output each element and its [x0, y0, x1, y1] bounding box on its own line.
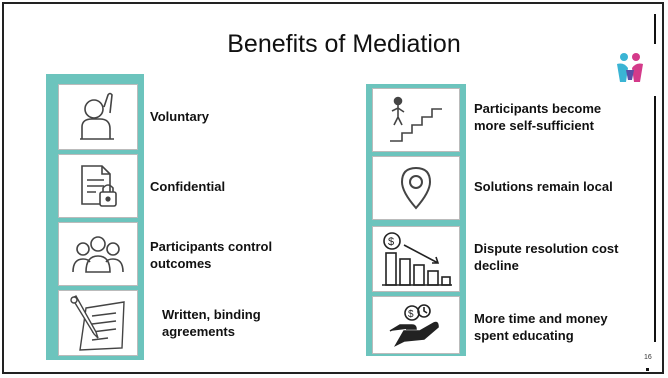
right-tile-cost-decline: $	[372, 226, 460, 292]
left-label-3: Participants control outcomes	[150, 239, 273, 271]
page-dot	[646, 368, 649, 371]
group-of-people-icon	[72, 236, 124, 273]
right-tile-solutions-local	[372, 156, 460, 220]
hand-holding-money-icon: $	[389, 304, 439, 347]
right-tile-time-money-educating: $	[372, 296, 460, 354]
svg-text:$: $	[388, 236, 394, 248]
mediation-logo-icon	[617, 53, 643, 82]
left-tile-voluntary	[58, 84, 138, 150]
left-tile-written-agreements	[58, 290, 138, 356]
person-climbing-stairs-icon	[390, 96, 442, 142]
left-label-1: Voluntary	[150, 109, 209, 124]
left-tile-participants-control	[58, 222, 138, 286]
right-divider-top	[654, 14, 656, 44]
right-label-1: Participants become more self-sufficient	[474, 101, 602, 133]
person-raising-hand-icon	[80, 92, 114, 140]
slide: Benefits of Mediation 16 Voluntary Con	[2, 2, 664, 374]
right-label-3: Dispute resolution cost decline	[474, 241, 619, 273]
left-tile-confidential	[58, 154, 138, 218]
right-tile-self-sufficient	[372, 88, 460, 152]
locked-document-icon	[81, 165, 117, 207]
left-label-4: Written, binding agreements	[162, 307, 261, 339]
right-divider-bottom	[654, 96, 656, 342]
declining-cost-chart-icon: $	[382, 232, 452, 286]
left-label-2: Confidential	[150, 179, 226, 194]
slide-title: Benefits of Mediation	[227, 30, 461, 58]
location-pin-icon	[400, 166, 432, 210]
svg-text:$: $	[408, 309, 414, 320]
page-number: 16	[644, 354, 652, 361]
pen-and-paper-icon	[70, 295, 125, 351]
right-label-2: Solutions remain local	[474, 179, 613, 194]
right-label-4: More time and money spent educating	[474, 311, 608, 343]
